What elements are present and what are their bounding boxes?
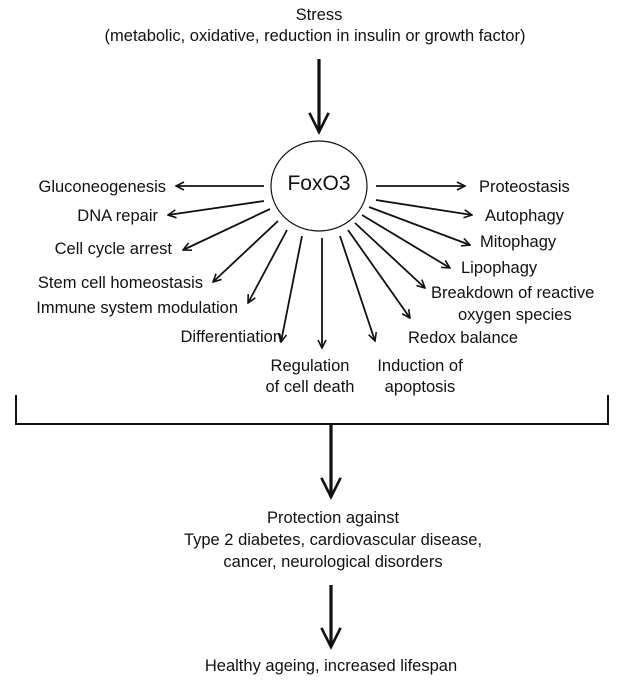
outcome-autophagy: Autophagy bbox=[485, 207, 564, 225]
outcome-regulation-of-cell-death-line2: of cell death bbox=[265, 378, 355, 396]
outcome-gluconeogenesis: Gluconeogenesis bbox=[38, 178, 166, 196]
arrow-to-redox-balance bbox=[347, 229, 410, 318]
outcome-mitophagy: Mitophagy bbox=[480, 233, 557, 251]
protection-diseases-line1: Type 2 diabetes, cardiovascular disease, bbox=[183, 531, 483, 549]
outcome-proteostasis: Proteostasis bbox=[479, 178, 570, 196]
stress-subtitle: (metabolic, oxidative, reduction in insu… bbox=[104, 27, 526, 45]
outcome-redox-balance: Redox balance bbox=[408, 329, 519, 347]
outcome-induction-of-apoptosis-line2: apoptosis bbox=[384, 378, 456, 396]
arrow-to-autophagy bbox=[375, 199, 472, 215]
arrow-to-differentiation bbox=[281, 235, 303, 342]
arrow-to-stem-cell-homeostasis bbox=[213, 220, 279, 282]
outcome-dna-repair: DNA repair bbox=[77, 207, 158, 225]
outcome-differentiation: Differentiation bbox=[180, 328, 282, 346]
arrow-to-mitophagy bbox=[368, 206, 470, 245]
outcome-breakdown-ros-line2: oxygen species bbox=[458, 306, 572, 324]
arrow-to-dna-repair bbox=[168, 200, 265, 215]
arrow-to-lipophagy bbox=[361, 214, 450, 268]
arrow-to-immune-system-modulation bbox=[248, 229, 288, 303]
final-outcome: Healthy ageing, increased lifespan bbox=[204, 657, 458, 675]
arrow-to-induction-of-apoptosis bbox=[339, 235, 375, 341]
outcome-breakdown-ros-line1: Breakdown of reactive bbox=[431, 284, 595, 302]
outcome-stem-cell-homeostasis: Stem cell homeostasis bbox=[37, 274, 203, 292]
foxo3-spokes bbox=[168, 186, 472, 348]
foxo3-node bbox=[270, 140, 368, 232]
stress-title: Stress bbox=[295, 6, 343, 24]
arrow-to-cell-cycle-arrest bbox=[183, 208, 271, 250]
outcomes-bracket bbox=[15, 395, 609, 425]
outcome-immune-system-modulation: Immune system modulation bbox=[36, 299, 238, 317]
outcome-lipophagy: Lipophagy bbox=[461, 259, 538, 277]
outcome-induction-of-apoptosis-line1: Induction of bbox=[377, 357, 463, 375]
arrow-to-breakdown-ros bbox=[354, 222, 425, 288]
outcome-cell-cycle-arrest: Cell cycle arrest bbox=[54, 240, 172, 258]
protection-heading: Protection against bbox=[266, 509, 400, 527]
foxo3-label: FoxO3 bbox=[287, 172, 351, 195]
protection-diseases-line2: cancer, neurological disorders bbox=[223, 553, 443, 571]
outcome-regulation-of-cell-death-line1: Regulation bbox=[270, 357, 350, 375]
